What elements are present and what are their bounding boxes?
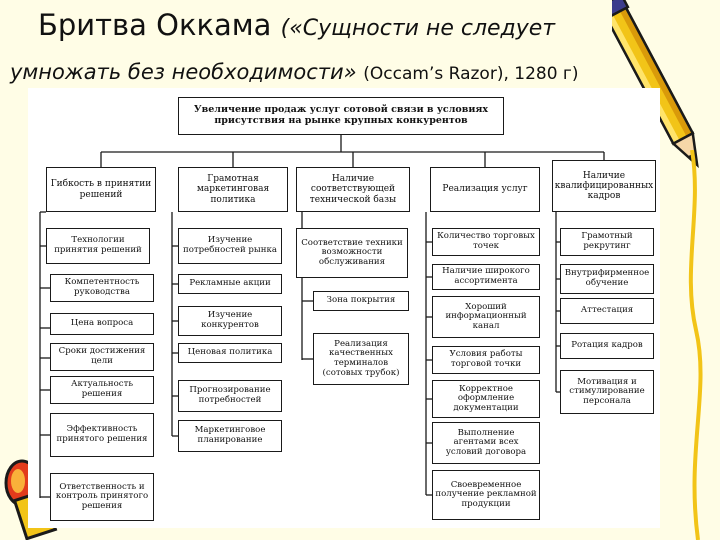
list-item: Реализация качественных терминалов (сото… <box>313 333 409 385</box>
column-header-services: Реализация услуг <box>430 167 540 212</box>
column-header-tech-base: Наличие соответствующей технической базы <box>296 167 410 212</box>
list-item: Изучение конкурентов <box>178 306 282 336</box>
title-quote-end: умножать без необходимости» <box>10 60 357 84</box>
hierarchy-diagram: Увеличение продаж услуг сотовой связи в … <box>28 88 660 528</box>
connector-lines <box>39 135 605 498</box>
list-item: Прогнозирование потребностей <box>178 380 282 412</box>
list-item: Наличие широкого ассортимента <box>432 264 540 290</box>
title-source: (Occam’s Razor), 1280 г) <box>363 64 579 84</box>
list-item: Условия работы торговой точки <box>432 346 540 374</box>
list-item: Сроки достижения цели <box>50 343 154 371</box>
list-item: Аттестация <box>560 298 654 324</box>
list-item: Соответствие техники возможности обслужи… <box>296 228 408 278</box>
title-main: Бритва Оккама <box>38 8 272 42</box>
slide-title-line2: умножать без необходимости» (Occam’s Raz… <box>10 60 579 84</box>
list-item: Ротация кадров <box>560 333 654 359</box>
list-item: Маркетинговое планирование <box>178 420 282 452</box>
list-item: Внутрифирменное обучение <box>560 264 654 294</box>
slide-title-line1: Бритва Оккама («Сущности не следует <box>38 8 555 42</box>
list-item: Актуальность решения <box>50 376 154 404</box>
column-header-staff: Наличие квалифицированных кадров <box>552 160 656 212</box>
list-item: Цена вопроса <box>50 313 154 335</box>
column-header-flexibility: Гибкость в принятии решений <box>46 167 156 212</box>
list-item: Корректное оформление документации <box>432 380 540 418</box>
list-item: Зона покрытия <box>313 291 409 311</box>
list-item: Изучение потребностей рынка <box>178 228 282 264</box>
list-item: Эффективность принятого решения <box>50 413 154 457</box>
column-header-marketing: Грамотная маркетинговая политика <box>178 167 288 212</box>
list-item: Хороший информационный канал <box>432 296 540 338</box>
list-item: Грамотный рекрутинг <box>560 228 654 256</box>
diagram-root: Увеличение продаж услуг сотовой связи в … <box>178 97 504 135</box>
list-item: Рекламные акции <box>178 274 282 294</box>
list-item: Ответственность и контроль принятого реш… <box>50 473 154 521</box>
list-item: Компетентность руководства <box>50 274 154 302</box>
list-item: Своевременное получение рекламной продук… <box>432 470 540 520</box>
list-item: Выполнение агентами всех условий договор… <box>432 422 540 464</box>
decorative-line <box>688 150 703 540</box>
list-item: Мотивация и стимулирование персонала <box>560 370 654 414</box>
list-item: Ценовая политика <box>178 343 282 363</box>
list-item: Технологии принятия решений <box>46 228 150 264</box>
pencil-icon <box>612 0 699 169</box>
title-quote-start: («Сущности не следует <box>280 16 556 41</box>
list-item: Количество торговых точек <box>432 228 540 256</box>
